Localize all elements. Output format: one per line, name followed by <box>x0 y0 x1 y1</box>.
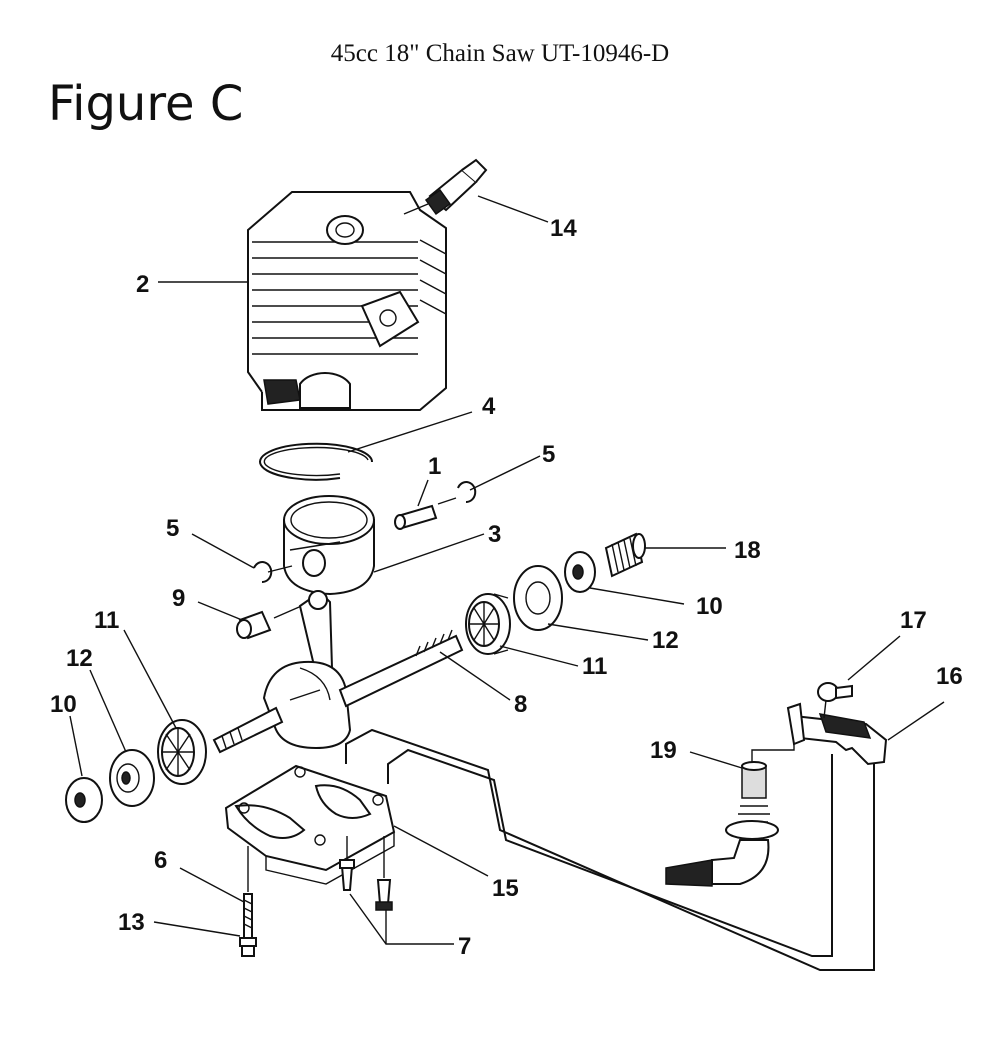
bearing-left-part <box>157 719 207 785</box>
callout-6: 6 <box>154 847 167 874</box>
cylinder-part <box>247 191 447 411</box>
bracket-part <box>751 702 888 766</box>
leader-line-16 <box>887 701 945 741</box>
callout-11a: 11 <box>94 607 119 634</box>
leader-line-11b <box>499 645 579 667</box>
callout-4: 4 <box>482 393 496 420</box>
leader-line-19 <box>689 751 743 769</box>
leader-line-8 <box>439 651 511 701</box>
callout-14: 14 <box>550 215 577 242</box>
callout-12a: 12 <box>66 645 93 672</box>
callout-5b: 5 <box>166 515 179 542</box>
callout-7: 7 <box>458 933 471 960</box>
screw-right-part <box>375 836 393 911</box>
leader-line-1 <box>417 479 429 507</box>
circlip-left-part <box>253 561 293 584</box>
leader-line-15 <box>393 825 489 877</box>
callout-8: 8 <box>514 691 527 718</box>
callout-13: 13 <box>118 909 145 936</box>
bearing-right-part <box>465 593 511 655</box>
callout-10a: 10 <box>50 691 77 718</box>
callout-15: 15 <box>492 875 519 902</box>
leader-line-10a <box>69 715 83 777</box>
leader-line-13 <box>153 921 241 937</box>
circlip-right-part <box>437 481 477 505</box>
washer-right-part <box>564 551 596 593</box>
callout-3: 3 <box>488 521 501 548</box>
spark-plug-part <box>403 158 488 216</box>
washer-left-part <box>65 777 103 823</box>
screw-left-part <box>339 836 355 891</box>
leader-line-7 <box>349 893 454 945</box>
callout-16: 16 <box>936 663 963 690</box>
leader-line-5b <box>191 533 255 569</box>
callout-9: 9 <box>172 585 185 612</box>
leader-line-12a <box>89 669 127 753</box>
piston-pin-part <box>394 504 438 530</box>
screw-small-part <box>817 682 853 719</box>
leader-line-9 <box>197 601 243 621</box>
crankshaft-part <box>212 590 464 754</box>
spring-part <box>604 532 646 578</box>
callout-11b: 11 <box>582 653 607 680</box>
crankcase-part <box>224 764 396 885</box>
callout-1: 1 <box>428 453 441 480</box>
oil-seal-right-part <box>513 565 563 631</box>
callout-12b: 12 <box>652 627 679 654</box>
leader-line-10b <box>589 587 685 605</box>
figure-title: Figure C <box>48 76 244 132</box>
callout-5a: 5 <box>542 441 555 468</box>
intake-hose-part <box>665 761 779 887</box>
oil-seal-left-part <box>109 749 155 807</box>
callout-19: 19 <box>650 737 677 764</box>
leader-line-14 <box>477 195 549 223</box>
callout-17: 17 <box>900 607 927 634</box>
leader-line-5a <box>469 455 541 491</box>
leader-line-4 <box>347 411 473 453</box>
leader-line-17 <box>847 635 901 681</box>
fuel-line-harness <box>345 728 875 971</box>
callout-18: 18 <box>734 537 761 564</box>
leader-line-12b <box>547 623 649 641</box>
leader-line-6 <box>179 867 245 903</box>
bolt-long-part <box>239 846 257 957</box>
leader-line-3 <box>373 533 485 573</box>
callout-10b: 10 <box>696 593 723 620</box>
document-title: 45cc 18" Chain Saw UT-10946-D <box>330 40 670 67</box>
callout-2: 2 <box>136 271 149 298</box>
piston-part <box>283 495 375 596</box>
leader-line-11a <box>123 629 177 729</box>
needle-bearing-part <box>236 603 307 640</box>
